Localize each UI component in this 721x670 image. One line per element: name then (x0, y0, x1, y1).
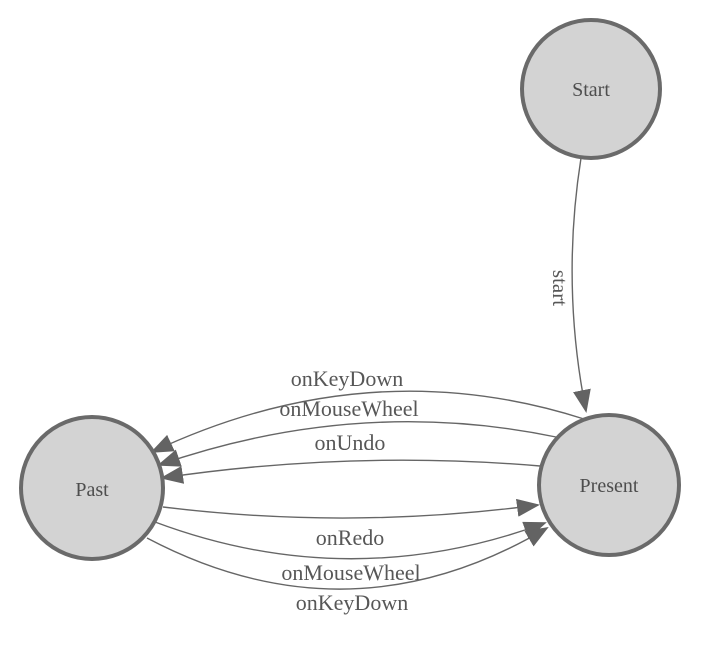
edge-label-group: start onKeyDown onMouseWheel onUndo onRe… (279, 270, 572, 615)
edge-label-onmousewheel-top: onMouseWheel (279, 396, 418, 421)
node-past[interactable]: Past (19, 415, 165, 561)
edge-label-onredo: onRedo (316, 525, 384, 550)
edge-label-onmousewheel-bottom: onMouseWheel (281, 560, 420, 585)
edge-label-onundo: onUndo (315, 430, 386, 455)
edge-start-to-present (571, 157, 591, 413)
edge-past-to-present-onmousewheel (154, 521, 547, 560)
node-past-label: Past (75, 479, 109, 501)
edge-label-onkeydown-top: onKeyDown (291, 366, 403, 391)
edge-label-onkeydown-bottom: onKeyDown (296, 590, 408, 615)
edge-present-to-past-onkeydown (150, 390, 585, 453)
node-start-circle[interactable] (520, 18, 662, 160)
node-present-circle[interactable] (537, 413, 681, 557)
edge-present-to-past-onundo (160, 459, 541, 484)
edge-present-to-past-onmousewheel (157, 421, 557, 467)
edge-label-start: start (548, 270, 572, 306)
node-start[interactable]: Start (520, 18, 662, 160)
edge-past-to-present-onkeydown (146, 526, 549, 590)
edge-group (146, 157, 591, 590)
node-start-label: Start (572, 79, 610, 101)
node-present[interactable]: Present (537, 413, 681, 557)
node-present-label: Present (580, 475, 639, 497)
edge-past-to-present-onredo (162, 498, 540, 519)
node-past-circle[interactable] (19, 415, 165, 561)
